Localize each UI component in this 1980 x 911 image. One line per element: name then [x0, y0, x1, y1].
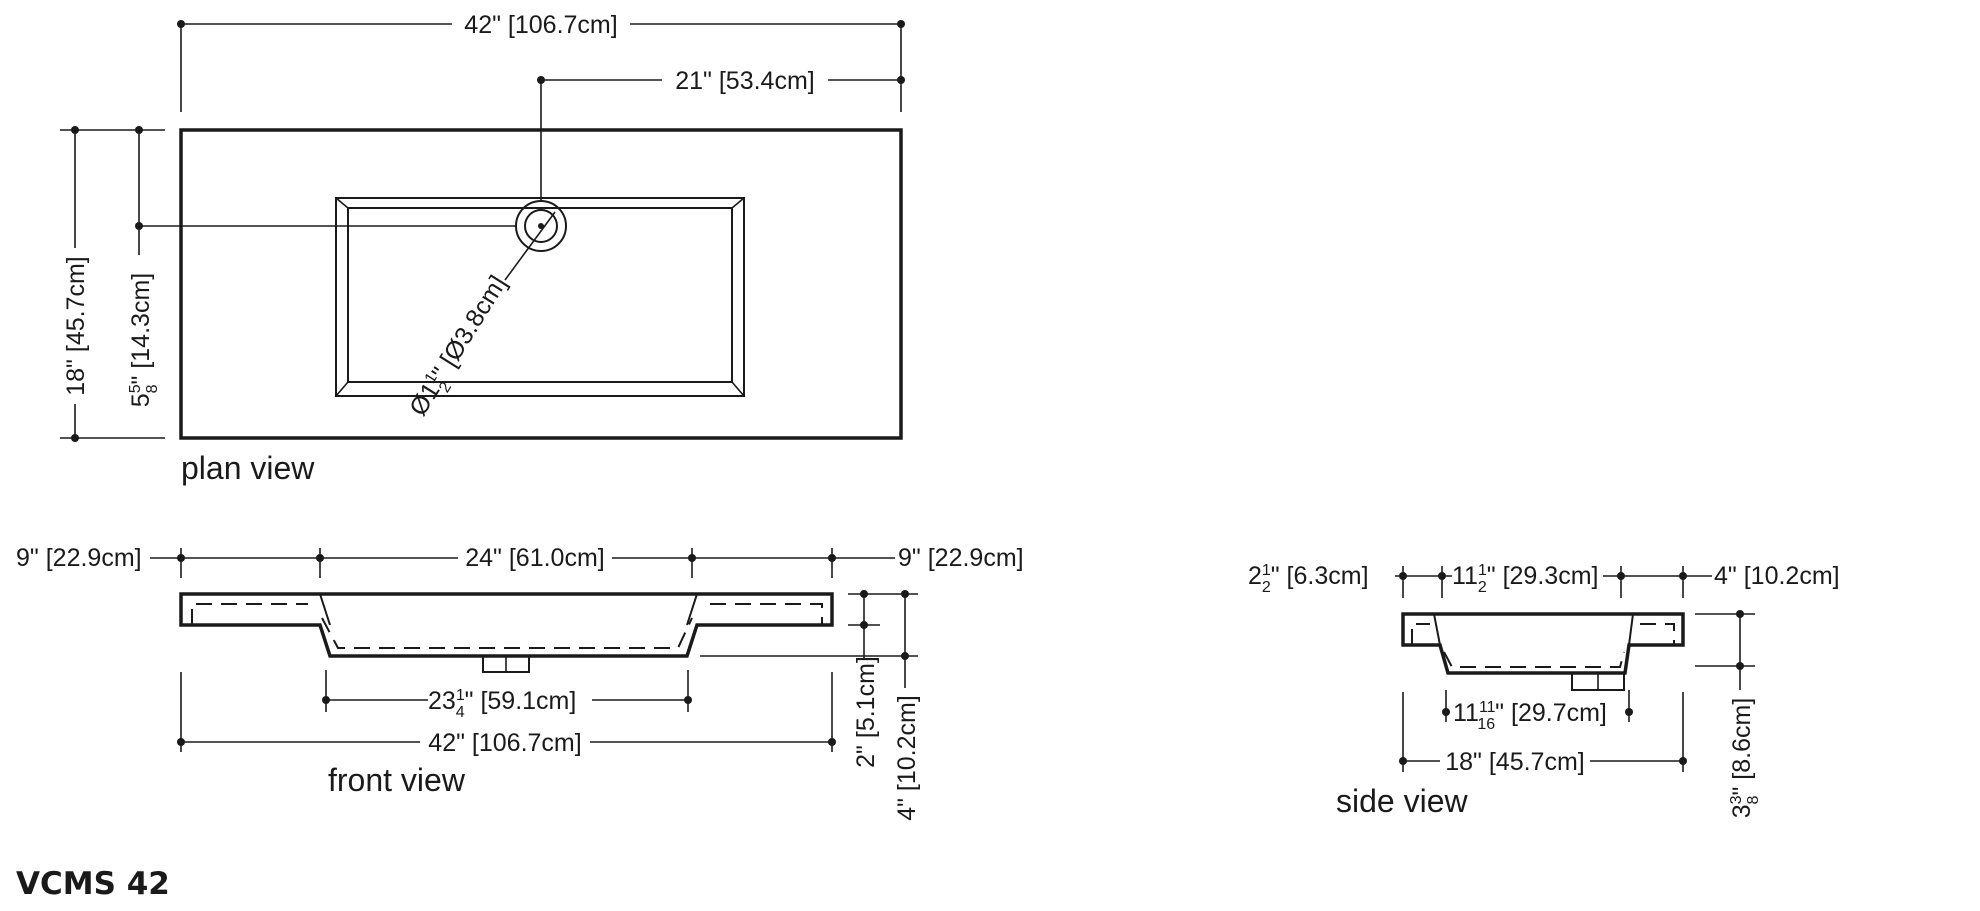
front-left-deck-label: 9" [22.9cm] [16, 544, 142, 572]
front-overall-width-label: 42" [106.7cm] [428, 729, 581, 757]
front-profile [179, 592, 834, 658]
front-deck-thickness-label: 2" [5.1cm] [852, 656, 880, 768]
plan-depth-label: 18" [45.7cm] [62, 256, 90, 396]
front-view-label: front view [328, 762, 466, 798]
side-profile [1401, 612, 1685, 675]
side-overall-depth-label: 18" [45.7cm] [1445, 748, 1585, 776]
plan-drain-offset-y-label: 558" [14.3cm] [127, 273, 161, 407]
side-view-label: side view [1336, 783, 1469, 819]
side-height-label: 338" [8.6cm] [1728, 698, 1762, 819]
plan-drain-diameter-label: Ø112" [Ø3.8cm] [404, 271, 517, 424]
plan-basin-outer [335, 197, 745, 397]
plan-width-label: 42" [106.7cm] [464, 11, 617, 39]
plan-drain-offset-x-label: 21" [53.4cm] [675, 67, 815, 95]
front-right-deck-label: 9" [22.9cm] [898, 544, 1024, 572]
plan-view: 42" [106.7cm] 21" [53.4cm] 18" [45.7cm] … [60, 11, 905, 486]
front-overall-height-label: 4" [10.2cm] [893, 695, 921, 821]
plan-basin-inner [347, 207, 733, 383]
front-basin-width-label: 24" [61.0cm] [465, 544, 605, 572]
front-view: 9" [22.9cm] 24" [61.0cm] 9" [22.9cm] 231… [16, 544, 1024, 821]
model-number: VCMS 42 [16, 866, 170, 902]
side-front-deck-label: 4" [10.2cm] [1714, 562, 1840, 590]
plan-drain-inner [524, 209, 558, 243]
plan-view-label: plan view [181, 450, 315, 486]
